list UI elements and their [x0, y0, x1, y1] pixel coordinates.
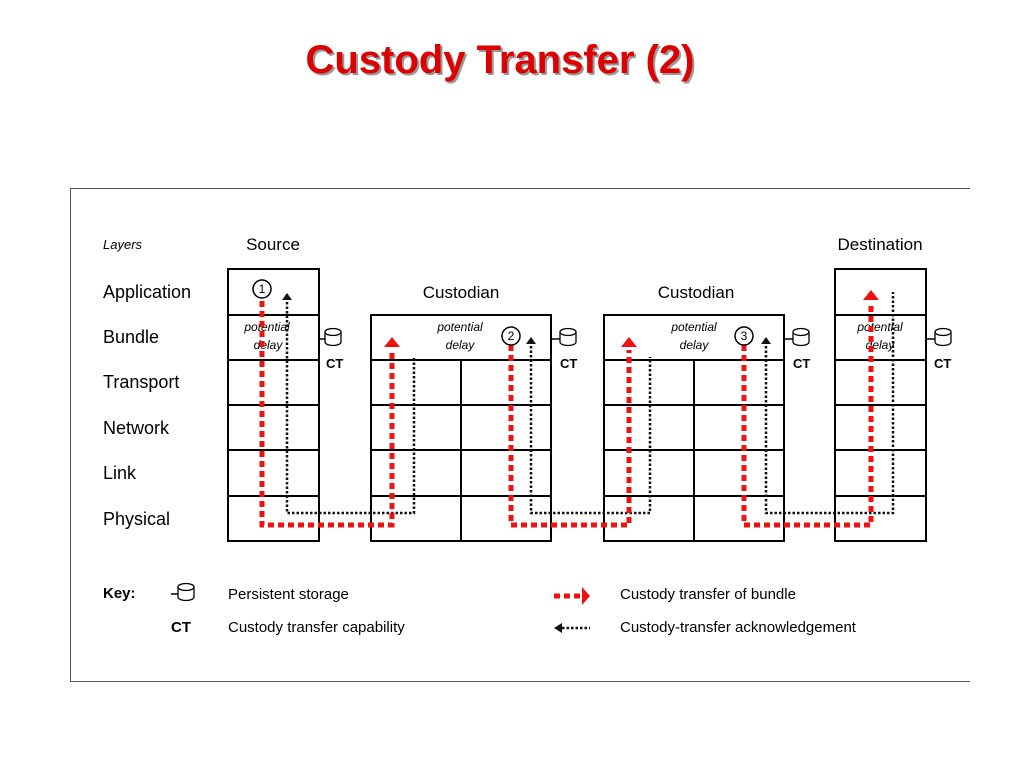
bundle-arrowheads — [384, 290, 879, 347]
potential-delay-destination: potential delay — [856, 320, 903, 352]
svg-text:1: 1 — [259, 282, 266, 296]
layer-label-link: Link — [103, 463, 137, 483]
legend-bundle-arrow — [554, 587, 590, 605]
potential-delay-custodian-1: potential delay — [436, 320, 483, 352]
layer-label-network: Network — [103, 418, 170, 438]
potential-delay-source: potential delay — [243, 320, 290, 352]
svg-text:CT: CT — [793, 356, 810, 371]
svg-text:delay: delay — [254, 338, 284, 352]
svg-text:delay: delay — [680, 338, 710, 352]
layer-label-bundle: Bundle — [103, 327, 159, 347]
legend-key-label: Key: — [103, 585, 136, 602]
storage-icon — [792, 327, 810, 347]
layer-label-application: Application — [103, 282, 191, 302]
node-label-destination: Destination — [837, 235, 922, 254]
layers-heading: Layers — [103, 237, 143, 252]
svg-text:CT: CT — [326, 356, 343, 371]
ack-arrowheads — [282, 293, 771, 344]
node-label-source: Source — [246, 235, 300, 254]
storage-icon — [324, 327, 342, 347]
legend-ack-arrow — [554, 623, 590, 633]
node-labels: Source Custodian Custodian Destination — [246, 235, 922, 302]
svg-text:CT: CT — [560, 356, 577, 371]
svg-text:3: 3 — [741, 329, 748, 343]
slide-title: Custody Transfer (2) — [305, 38, 695, 82]
svg-text:potential: potential — [436, 320, 483, 334]
storage-icon — [934, 327, 952, 347]
node-label-custodian-1: Custodian — [423, 283, 500, 302]
svg-text:CT: CT — [934, 356, 951, 371]
layer-labels: Layers Application Bundle Transport Netw… — [103, 237, 191, 529]
step-1-marker: 1 — [252, 279, 272, 299]
source-stack — [227, 268, 320, 542]
svg-text:potential: potential — [856, 320, 903, 334]
layer-label-transport: Transport — [103, 372, 179, 392]
step-3-marker: 3 — [734, 326, 754, 346]
custodian-1-stack — [370, 314, 552, 542]
destination-stack — [834, 268, 927, 542]
node-label-custodian-2: Custodian — [658, 283, 735, 302]
step-2-marker: 2 — [501, 326, 521, 346]
potential-delay-custodian-2: potential delay — [670, 320, 717, 352]
legend-storage-icon — [171, 582, 195, 602]
legend-ct-capability: Custody transfer capability — [228, 619, 405, 636]
svg-text:2: 2 — [508, 329, 515, 343]
storage-icon — [559, 327, 577, 347]
storage-ct-source: CT — [319, 327, 343, 371]
diagram-frame — [70, 188, 970, 682]
legend-custody-transfer-bundle: Custody transfer of bundle — [620, 586, 796, 603]
storage-ct-custodian-1: CT — [551, 327, 577, 371]
storage-ct-custodian-2: CT — [784, 327, 810, 371]
legend-persistent-storage: Persistent storage — [228, 586, 349, 603]
layer-label-physical: Physical — [103, 509, 170, 529]
svg-text:potential: potential — [243, 320, 290, 334]
custodian-2-stack — [603, 314, 785, 542]
legend-ct-acknowledgement: Custody-transfer acknowledgement — [620, 619, 857, 636]
bundle-path — [259, 301, 874, 528]
svg-text:delay: delay — [446, 338, 476, 352]
legend-ct-symbol: CT — [171, 619, 191, 636]
ack-path — [285, 292, 895, 515]
storage-ct-destination: CT — [926, 327, 952, 371]
legend: Key: Persistent storage CT Custody trans… — [103, 582, 857, 636]
svg-text:potential: potential — [670, 320, 717, 334]
